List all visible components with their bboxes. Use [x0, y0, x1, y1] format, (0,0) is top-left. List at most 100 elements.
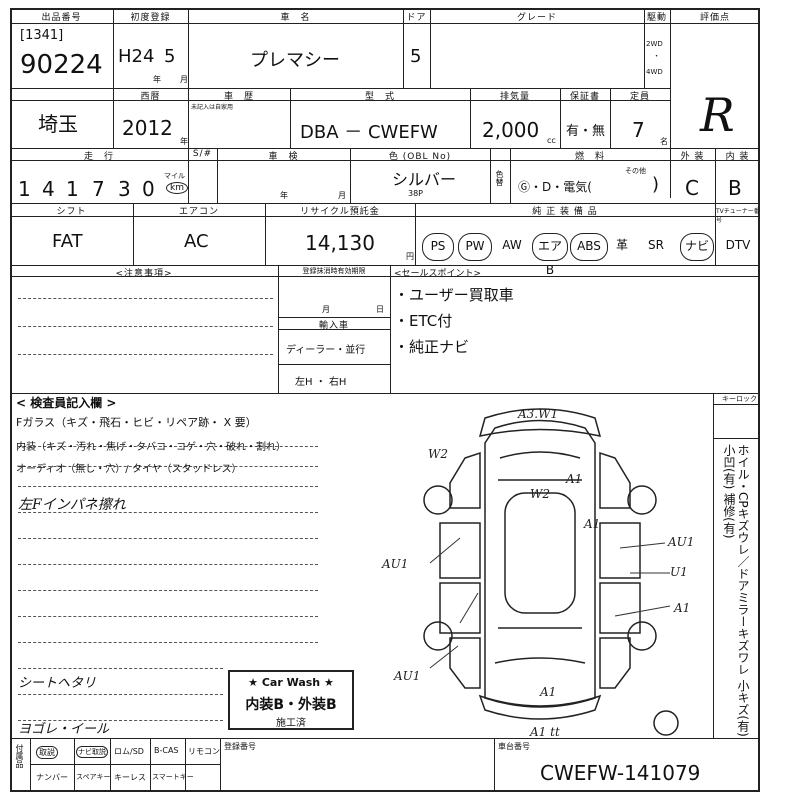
notes-header: <注意事項>: [115, 269, 173, 279]
bottom-item-keyless: キーレス: [114, 773, 146, 782]
score-header: 評価点: [699, 13, 730, 23]
handwritten-note-1: 左Fインパネ擦れ: [18, 497, 126, 513]
grade-header: グレード: [516, 13, 557, 23]
first-reg-era: H24: [118, 46, 155, 67]
diagram-mark-4: W2: [530, 487, 550, 501]
mileage-unit-km: km: [166, 182, 188, 194]
chassis-header: 車台番号: [498, 742, 530, 751]
doors-value: 5: [410, 46, 422, 67]
fuel-header: 燃 料: [574, 152, 605, 162]
diagram-mark-2: W2: [428, 447, 448, 461]
lot-number: 90224: [20, 50, 103, 80]
diagram-mark-10: AU1: [393, 669, 420, 683]
aircon-value: AC: [184, 231, 209, 252]
vehicle-type-header: 車 歴: [223, 92, 254, 102]
keylock-header: キーロック: [722, 395, 757, 403]
handwritten-note-2: シートヘタリ: [18, 676, 97, 691]
color-header: 色 (OBL No): [388, 152, 452, 162]
equip-airbag: エアB: [532, 233, 568, 277]
diagram-mark-5: AU1: [381, 557, 408, 571]
fuel-options: Ⓖ・D・電気(: [518, 180, 592, 194]
rights-day: 日: [376, 305, 384, 314]
doors-header: ドア: [406, 13, 427, 23]
carwash-result: 内装B・外装B: [245, 697, 337, 713]
displacement-unit: cc: [547, 136, 556, 145]
tuner-header: TVチューナー番号: [716, 208, 760, 224]
inspector-line-2: 内装（キズ・汚れ・焦げ・タバコ・コゲ・穴・破れ・割れ）: [16, 442, 286, 453]
rights-dealer: ディーラー・並行: [286, 345, 366, 356]
interior-value: B: [728, 176, 742, 200]
sheet-border: [10, 8, 760, 792]
inspector-header: < 検査員記入欄 >: [16, 396, 117, 410]
mileage-digit-5: 3: [118, 177, 131, 201]
diagram-mark-6: A1: [583, 517, 600, 531]
bottom-item-manual: 取説: [36, 746, 58, 759]
rights-handle: 左H ・ 右H: [295, 377, 347, 388]
aircon-header: エアコン: [178, 207, 219, 217]
diagram-mark-3: A1: [565, 472, 582, 486]
mileage-header: 走 行: [83, 152, 114, 162]
sales-points-header: <セールスポイント>: [394, 269, 482, 279]
drive-sep: ・: [653, 52, 660, 60]
color-name: シルバー: [392, 170, 457, 189]
lot-code: [1341]: [20, 28, 64, 43]
bottom-item-rom-sd: ロム/SD: [114, 747, 144, 756]
car-diagram: A3.W1 W2 A1 W2 AU1 A1 AU1 U1 A1 AU1 A1 A…: [381, 407, 694, 738]
reg-no-header: 登録番号: [224, 742, 256, 751]
car-name: プレマシー: [250, 50, 340, 71]
bottom-item-number: ナンバー: [36, 773, 68, 782]
sales-point-2: ・ETC付: [394, 312, 453, 330]
warranty-header: 保証書: [569, 92, 600, 102]
mileage-digit-4: 7: [92, 177, 105, 201]
sales-point-1: ・ユーザー買取車: [394, 286, 514, 304]
carwash-done: 施工済: [276, 718, 306, 729]
displacement-header: 排気量: [499, 92, 530, 102]
equip-ps: PS: [422, 233, 454, 261]
warranty-value: 有・無: [566, 124, 606, 139]
recycle-value: 14,130: [305, 231, 375, 255]
capacity-header: 定員: [629, 92, 650, 102]
inspection-year: 年: [280, 191, 288, 200]
equip-leather: 革: [615, 238, 628, 252]
inspector-line-3: オーディオ（無し・穴）/ タイヤ（スタッドレス）: [16, 464, 242, 475]
recycle-unit: 円: [406, 252, 414, 261]
mileage-digit-1: 1: [18, 177, 31, 201]
equip-pw: PW: [458, 233, 492, 261]
displacement-value: 2,000: [482, 118, 540, 142]
plate-value: 埼玉: [38, 112, 78, 136]
fuel-close: ): [652, 174, 660, 195]
year-unit: 年: [180, 137, 188, 146]
chassis-number: CWEFW-141079: [540, 761, 701, 785]
drive-header: 駆動: [646, 13, 667, 23]
diagram-mark-1: A3.W1: [517, 407, 558, 421]
drive-4wd: 4WD: [646, 68, 663, 76]
sales-point-3: ・純正ナビ: [394, 338, 470, 356]
diagram-mark-7: AU1: [667, 535, 694, 549]
color-change: 色替: [495, 170, 504, 186]
color-code: 38P: [408, 189, 424, 198]
shift-value: FAT: [52, 231, 83, 252]
bottom-item-bcas: B-CAS: [154, 746, 179, 755]
exterior-header: 外 装: [680, 152, 705, 162]
exterior-value: C: [685, 176, 699, 200]
year-value: 2012: [122, 116, 173, 140]
auction-sheet: 出品番号 [1341] 90224 初度登録 H24 5 年 月 車 名 プレマ…: [10, 8, 760, 792]
equipment-header: 純 正 装 備 品: [532, 207, 598, 217]
score-value: R: [700, 88, 735, 142]
diagram-mark-12: A1 tt: [529, 725, 560, 738]
inspection-month: 月: [338, 191, 346, 200]
shift-header: シフト: [56, 207, 87, 217]
first-reg-year-unit: 年: [153, 75, 161, 84]
inspection-header: 車 検: [268, 152, 299, 162]
first-reg-header: 初度登録: [130, 13, 171, 23]
capacity-value: 7: [632, 118, 645, 142]
first-reg-month: 5: [164, 46, 176, 67]
fuel-other: その他: [625, 167, 646, 175]
rights-header: 登録抹消時有効期限: [302, 267, 366, 275]
inspector-line-1: Fガラス（キズ・飛石・ヒビ・リペア跡・ X 要）: [16, 416, 257, 429]
recycle-header: リサイクル預託金: [300, 207, 380, 217]
carwash-title: ★ Car Wash ★: [248, 676, 334, 689]
bottom-item-spare-key: スペアキー: [76, 773, 111, 781]
equip-dtv: DTV: [725, 238, 751, 252]
mileage-digit-3: 1: [66, 177, 79, 201]
